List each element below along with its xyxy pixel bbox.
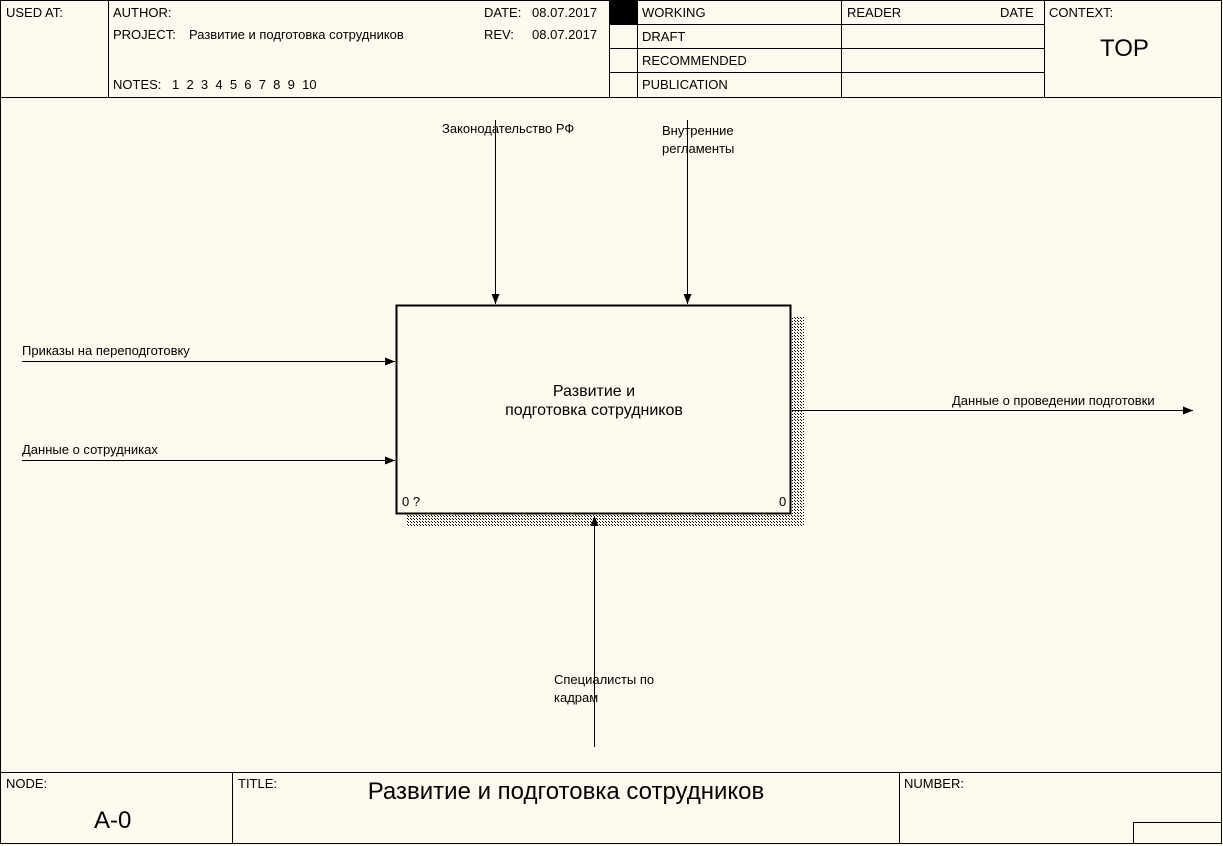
node-label: NODE: (6, 776, 48, 791)
context-value: TOP (1100, 35, 1149, 62)
rev-label: REV: (484, 27, 514, 42)
footer-frame (0, 772, 1222, 844)
status-publication: PUBLICATION (642, 77, 728, 92)
control-label-legislation: Законодательство РФ (442, 121, 575, 136)
reader-date-label: DATE (1000, 5, 1034, 20)
activity-box-shadow-bottom (407, 514, 804, 526)
mechanism-label-hr-specialists: Специалисты по кадрам (554, 672, 655, 705)
date-label: DATE: (484, 5, 522, 20)
output-label-training-data: Данные о проведении подготовки (952, 393, 1155, 408)
reader-label: READER (847, 5, 902, 20)
activity-box-number-left: 0 ? (402, 494, 421, 509)
project-value: Развитие и подготовка сотрудников (189, 27, 404, 42)
notes-label: NOTES: (113, 77, 162, 92)
status-draft: DRAFT (642, 29, 686, 44)
number-label: NUMBER: (904, 776, 964, 791)
title-value: Развитие и подготовка сотрудников (367, 778, 765, 805)
rev-value: 08.07.2017 (532, 27, 598, 42)
notes-values: 1 2 3 4 5 6 7 8 9 10 (172, 77, 317, 92)
context-label: CONTEXT: (1049, 5, 1114, 20)
status-working: WORKING (642, 5, 706, 20)
header-frame (0, 0, 1222, 98)
activity-box-number-right: 0 (779, 494, 787, 509)
activity-box-title: Развитие и подготовка сотрудников (397, 382, 791, 420)
input-label-employee-data: Данные о сотрудниках (22, 442, 158, 457)
used-at-label: USED AT: (6, 5, 63, 20)
activity-box-title-line-2: подготовка сотрудников (505, 402, 683, 419)
node-value: A-0 (94, 807, 132, 834)
activity-box-shadow-right (792, 317, 804, 526)
date-value: 08.07.2017 (532, 5, 598, 20)
diagram-border (0, 97, 1222, 773)
status-recommended: RECOMMENDED (642, 53, 747, 68)
input-label-orders: Приказы на переподготовку (22, 343, 190, 358)
title-label: TITLE: (238, 776, 278, 791)
project-label: PROJECT: (113, 27, 176, 42)
author-label: AUTHOR: (113, 5, 172, 20)
activity-box[interactable] (395, 304, 792, 515)
activity-box-title-line-1: Развитие и (552, 383, 636, 400)
working-status-marker (610, 1, 637, 24)
control-label-regulations: Внутренние регламенты (662, 123, 735, 156)
